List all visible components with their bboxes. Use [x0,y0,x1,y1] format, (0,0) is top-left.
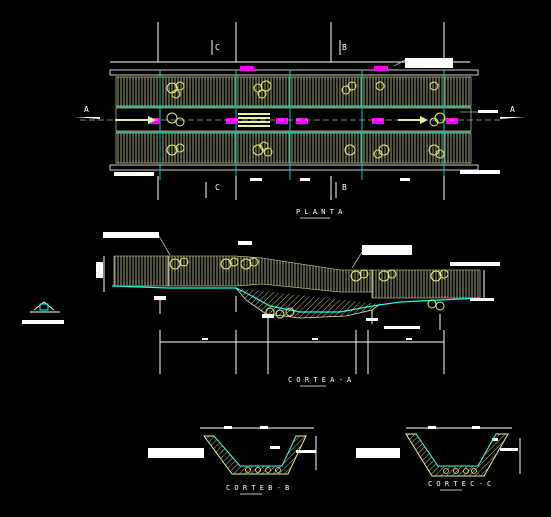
section-marker-b-bottom: B [342,183,347,192]
plan-callouts [114,58,500,181]
plan-bottom-panel [115,132,472,164]
section-marker-c-top: C [215,43,220,52]
section-aa: C O R T E A - A [22,232,500,387]
section-marker-a-right: A [500,105,526,119]
section-aa-title: C O R T E A - A [288,376,352,384]
section-bb: C O R T E B - B [148,426,317,495]
section-marker-b-top: B [342,43,347,52]
svg-text:A: A [84,105,89,114]
plan-title: P L A N T A [296,208,343,216]
section-cc: C O R T E C - C [356,426,521,491]
section-cc-title: C O R T E C - C [428,480,491,488]
detail-icon [30,301,60,313]
section-bb-title: C O R T E B - B [226,484,289,492]
plan-grid [116,70,471,180]
plan-step-block [238,113,270,127]
plan-top-dimensions [110,22,470,63]
plan-top-panel [115,76,472,107]
svg-text:A: A [510,105,515,114]
section-marker-c-bottom: C [215,183,220,192]
section-marker-a-left: A [74,105,100,119]
plan-view: A A C B C B P L A N T A [74,22,526,219]
plan-stones [166,80,446,159]
